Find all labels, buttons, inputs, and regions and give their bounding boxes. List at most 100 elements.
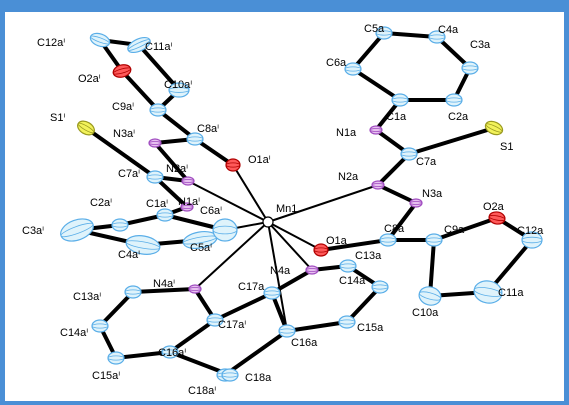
- atom-label-c8a: C8a: [384, 223, 405, 235]
- atom-c12ai: [89, 32, 111, 48]
- atom-c15ai: [107, 351, 125, 365]
- atom-label-c1a: C1a: [386, 111, 407, 123]
- atom-c1a: [391, 93, 409, 107]
- atom-label-c11ai: C11aⁱ: [145, 41, 172, 53]
- atom-label-c13a: C13a: [355, 250, 382, 262]
- bond-s1-c7a: [407, 126, 496, 156]
- bond-c16ai-c17ai: [168, 318, 217, 354]
- atom-c13a: [339, 259, 357, 273]
- bond-c15ai-c16ai: [114, 350, 172, 360]
- bond-c8ai-c9ai: [156, 108, 197, 141]
- atom-c7ai: [146, 170, 164, 184]
- bond-mn1-o1ai: [232, 164, 269, 223]
- bond-c5a-c6a: [351, 31, 386, 71]
- atom-label-c12a: C12a: [517, 225, 544, 237]
- atom-n2ai: [181, 176, 195, 186]
- bond-c4a-c5a: [382, 31, 439, 39]
- bond-mn1-n2ai: [187, 180, 269, 223]
- atom-c5a: [375, 26, 393, 40]
- atom-label-c4ai: C4aⁱ: [118, 249, 140, 261]
- atom-c12a: [521, 231, 543, 249]
- atom-label-n3ai: N3aⁱ: [113, 128, 135, 140]
- atom-c11a: [473, 280, 503, 304]
- atom-label-n2ai: N2aⁱ: [166, 163, 188, 175]
- atom-label-c17ai: C17aⁱ: [218, 319, 246, 331]
- atom-label-c2ai: C2aⁱ: [90, 197, 112, 209]
- bond-n2ai-n3ai: [153, 141, 190, 183]
- atom-o1a: [313, 243, 329, 257]
- atom-c4a: [428, 30, 446, 44]
- bond-n2a-n3a: [376, 183, 418, 205]
- atom-label-c3a: C3a: [470, 39, 491, 51]
- atom-label-o1ai: O1aⁱ: [248, 154, 271, 166]
- bond-c9ai-o2ai: [120, 69, 160, 112]
- atom-label-c4a: C4a: [438, 24, 459, 36]
- bond-c14a-c15a: [345, 285, 382, 324]
- atom-c6a: [344, 62, 362, 76]
- atom-label-n2a: N2a: [338, 171, 359, 183]
- atom-n3ai: [148, 138, 162, 148]
- atom-o2ai: [112, 64, 132, 78]
- atom-c2a: [445, 93, 463, 107]
- bond-c13ai-c14ai: [98, 290, 135, 328]
- atom-c9ai: [149, 103, 167, 117]
- atom-c4ai: [125, 235, 161, 255]
- labels-layer: Mn1S1S1ⁱO1aO2aO1aⁱO2aⁱN1aN2aN3aN4aN1aⁱN2…: [22, 23, 544, 397]
- atom-label-c15a: C15a: [357, 322, 384, 334]
- atom-o2a: [488, 211, 506, 225]
- atom-label-c16a: C16a: [291, 337, 318, 349]
- atom-c18ai: [221, 368, 239, 382]
- atom-label-c9a: C9a: [444, 224, 465, 236]
- atom-label-c7a: C7a: [416, 156, 437, 168]
- atom-c3ai: [60, 218, 94, 242]
- atom-label-o2ai: O2aⁱ: [78, 73, 101, 85]
- atom-label-o1a: O1a: [326, 235, 348, 247]
- bond-c8a-o1a: [319, 238, 390, 252]
- atom-label-n4ai: N4aⁱ: [153, 278, 175, 290]
- atom-label-c14ai: C14aⁱ: [60, 327, 88, 339]
- atom-label-s1i: S1ⁱ: [50, 112, 65, 124]
- bond-mn1-n2a: [267, 184, 379, 223]
- atom-o1ai: [225, 158, 241, 172]
- atom-label-c5ai: C5aⁱ: [190, 242, 212, 254]
- atom-c8ai: [186, 132, 204, 146]
- bond-c17ai-c17a: [213, 291, 274, 322]
- atom-label-o2a: O2a: [483, 201, 505, 213]
- atoms-layer: [60, 26, 543, 382]
- atom-label-c3ai: C3aⁱ: [22, 225, 44, 237]
- atom-label-c5a: C5a: [364, 23, 385, 35]
- atom-c14a: [371, 280, 389, 294]
- atom-mn1: [262, 216, 274, 228]
- bond-n4ai-c13ai: [131, 287, 197, 294]
- atom-c17ai: [206, 313, 224, 327]
- atom-label-c10ai: C10aⁱ: [164, 79, 192, 91]
- atom-c8a: [379, 233, 397, 247]
- atom-c10a: [418, 286, 442, 306]
- atom-label-c2a: C2a: [448, 111, 469, 123]
- atom-label-c15ai: C15aⁱ: [92, 370, 120, 382]
- bond-mn1-c16a: [267, 221, 288, 332]
- atom-label-mn1: Mn1: [276, 203, 297, 215]
- bond-c3a-c4a: [435, 35, 472, 70]
- atom-label-c17a: C17a: [238, 281, 265, 293]
- atom-label-n3a: N3a: [422, 188, 443, 200]
- atom-label-c13ai: C13aⁱ: [73, 291, 101, 303]
- atom-label-c7ai: C7aⁱ: [118, 168, 140, 180]
- atom-label-c11a: C11a: [498, 287, 524, 299]
- atom-label-c14a: C14a: [339, 275, 366, 287]
- atom-n4a: [305, 265, 319, 275]
- atom-c11ai: [127, 36, 151, 54]
- bond-c15a-c16a: [285, 320, 349, 333]
- atom-label-c9ai: C9aⁱ: [112, 101, 134, 113]
- bond-c11ai-c10ai: [137, 43, 181, 92]
- atom-n1a: [369, 125, 383, 135]
- atom-label-s1: S1: [500, 141, 513, 153]
- atom-label-c12ai: C12aⁱ: [37, 37, 65, 49]
- atom-label-c1ai: C1aⁱ: [146, 198, 168, 210]
- atom-label-c16ai: C16aⁱ: [158, 347, 186, 359]
- atom-s1i: [77, 120, 95, 136]
- atom-label-c18ai: C18aⁱ: [188, 385, 216, 397]
- atom-s1: [484, 120, 504, 136]
- bond-mn1-n4a: [267, 221, 313, 271]
- atom-c17a: [263, 286, 281, 300]
